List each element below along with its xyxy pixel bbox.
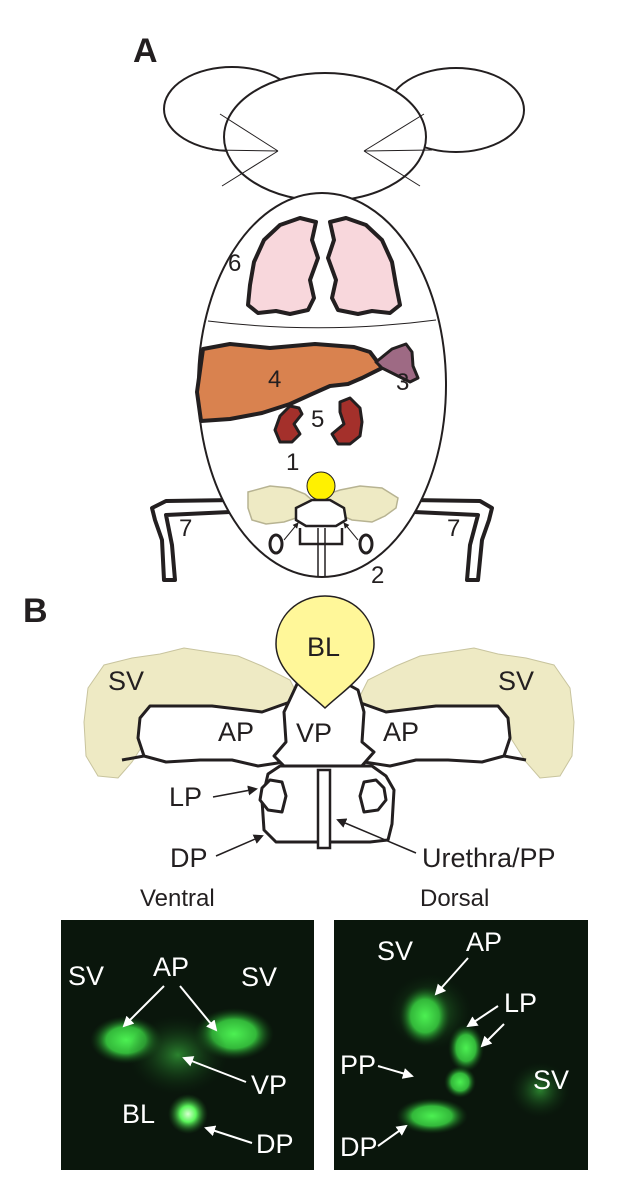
small-arrow-left <box>283 522 299 541</box>
arrow-lp <box>212 785 258 798</box>
label-sv-right: SV <box>498 666 534 696</box>
left-testis <box>268 533 284 555</box>
label-6: 6 <box>228 250 241 277</box>
label-1: 1 <box>286 449 299 476</box>
anterior-prostate-left <box>136 700 298 768</box>
ventral-arrow-dp <box>204 1125 253 1144</box>
dorsal-label-lp: LP <box>504 988 537 1018</box>
ventral-label-sv-left: SV <box>68 961 104 991</box>
dorsal-pp-glow <box>444 1066 476 1098</box>
diaphragm <box>207 319 437 329</box>
label-lp: LP <box>169 782 202 812</box>
dorsal-label-ap: AP <box>466 927 502 957</box>
ventral-photo: Ventral SV AP SV VP BL DP <box>61 885 314 1170</box>
label-urethra: Urethra/PP <box>422 843 556 873</box>
label-ap-left: AP <box>218 717 254 747</box>
ventral-arrow-ap-right <box>179 985 218 1032</box>
lateral-prostate-left <box>258 778 288 814</box>
dorsal-lp-glow <box>448 1024 484 1072</box>
dorsal-arrow-dp <box>377 1124 408 1147</box>
ventral-label-sv-right: SV <box>241 962 277 992</box>
dorsal-label-sv-right: SV <box>533 1065 569 1095</box>
right-testis <box>358 533 374 555</box>
left-hind-leg <box>150 486 242 582</box>
left-kidney <box>273 404 304 444</box>
label-ap-right: AP <box>383 717 419 747</box>
dorsal-arrow-lp-1 <box>466 1005 499 1028</box>
panel-a: A <box>133 32 525 589</box>
dorsal-ap-glow <box>399 986 451 1046</box>
prostate-small <box>294 498 348 528</box>
right-kidney <box>330 396 364 446</box>
panel-b-letter: B <box>23 592 48 630</box>
anterior-prostate-right <box>350 700 512 768</box>
label-5: 5 <box>311 406 324 433</box>
ventral-arrow-vp <box>182 1056 247 1083</box>
lateral-prostate-right <box>358 778 388 814</box>
liver <box>195 342 384 423</box>
ventral-label-dp: DP <box>256 1129 294 1159</box>
ventral-label-ap: AP <box>153 952 189 982</box>
dorsal-label-pp: PP <box>340 1050 376 1080</box>
ap-right-duct <box>503 754 527 762</box>
dorsal-label-dp: DP <box>340 1132 378 1162</box>
small-arrow-right <box>343 522 359 541</box>
ap-left-duct <box>121 754 145 762</box>
dorsal-prostate-small <box>298 528 344 546</box>
label-4: 4 <box>268 366 281 393</box>
dorsal-label-sv-top: SV <box>377 936 413 966</box>
ventral-label-bl: BL <box>122 1099 155 1129</box>
bladder-small <box>306 471 336 501</box>
right-lung <box>326 216 402 316</box>
dorsal-arrow-lp-2 <box>480 1023 505 1048</box>
dorsal-photo: Dorsal SV AP LP PP SV DP <box>334 885 588 1170</box>
whiskers <box>211 113 433 187</box>
left-lung <box>246 216 320 316</box>
ventral-label-vp: VP <box>251 1070 287 1100</box>
dorsal-title: Dorsal <box>420 885 489 912</box>
dorsal-dp-glow <box>396 1098 468 1134</box>
panel-a-letter: A <box>133 32 158 70</box>
ventral-title: Ventral <box>140 885 215 912</box>
ventral-body-glow <box>128 1015 228 1095</box>
panel-b: B BL SV SV AP VP AP LP DP Urethra/PP <box>23 592 575 873</box>
arrow-urethra <box>336 818 417 854</box>
mouse-head <box>223 72 427 202</box>
spleen <box>374 342 420 384</box>
label-7-left: 7 <box>179 515 192 542</box>
dorsal-arrow-pp <box>377 1065 414 1079</box>
dorsal-sv-right-glow <box>510 1062 570 1118</box>
label-dp: DP <box>170 843 208 873</box>
label-2: 2 <box>371 562 384 589</box>
label-7-right: 7 <box>447 515 460 542</box>
ventral-arrow-ap-left <box>122 985 165 1028</box>
dorsal-arrow-ap <box>434 957 469 996</box>
urethra <box>316 768 332 850</box>
ventral-dp-glow <box>168 1094 208 1134</box>
right-hind-leg <box>403 486 494 582</box>
label-bl: BL <box>307 632 340 662</box>
label-sv-left: SV <box>108 666 144 696</box>
arrow-dp <box>215 834 264 857</box>
label-vp: VP <box>296 718 332 748</box>
label-3: 3 <box>396 369 409 396</box>
bladder-large <box>275 595 375 710</box>
